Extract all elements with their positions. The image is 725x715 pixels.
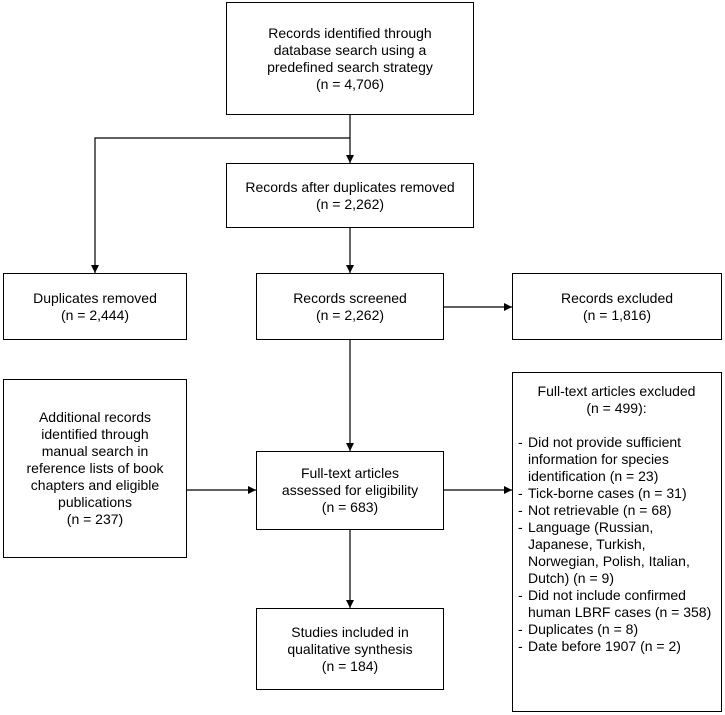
additional-line-1: Additional records [38, 409, 152, 425]
arrow-to-duplicates-removed [91, 137, 350, 273]
exclusion-reason-item: Did not provide sufficient information f… [518, 434, 715, 485]
identified-count: (n = 4,706) [315, 75, 385, 92]
duplicates-removed-count: (n = 2,444) [60, 306, 130, 323]
exclusion-reason-item: Did not include confirmed human LBRF cas… [518, 587, 715, 621]
after-duplicates-count: (n = 2,262) [315, 195, 385, 212]
exclusion-reason-item: Not retrievable (n = 68) [518, 502, 715, 519]
duplicates-removed-label: Duplicates removed [33, 289, 157, 306]
exclusion-reason-item: Tick-borne cases (n = 31) [518, 485, 715, 502]
exclusion-reason-item: Date before 1907 (n = 2) [518, 638, 715, 655]
included-line-1: Studies included in [291, 623, 409, 640]
fulltext-line-1: Full-text articles [300, 465, 400, 481]
identified-line-1: Records identified through [268, 24, 432, 41]
ft-excluded-heading: Full-text articles excluded [537, 383, 696, 399]
additional-line-3: manual search in [41, 443, 149, 459]
identified-line-3: predefined search strategy [267, 58, 433, 75]
additional-count: (n = 237) [66, 511, 124, 527]
ft-excluded-count: (n = 499): [586, 400, 647, 416]
exclusion-reason-item: Duplicates (n = 8) [518, 621, 715, 638]
fulltext-line-2: assessed for eligibility [281, 482, 419, 498]
exclusion-reason-item: Language (Russian, Japanese, Turkish, No… [518, 519, 715, 587]
additional-line-2: identified through [41, 426, 149, 442]
excluded-label: Records excluded [560, 289, 674, 306]
screened-label: Records screened [293, 289, 407, 306]
included-count: (n = 184) [321, 657, 379, 674]
records-after-duplicates-box: Records after duplicates removed (n = 2,… [226, 163, 474, 228]
fulltext-count: (n = 683) [321, 499, 379, 515]
fulltext-excluded-box: Full-text articles excluded (n = 499): D… [512, 372, 722, 712]
additional-records-box: Additional records identified through ma… [3, 379, 187, 558]
screened-count: (n = 2,262) [315, 306, 385, 323]
after-duplicates-label: Records after duplicates removed [245, 178, 455, 195]
fulltext-assessed-box: Full-text articles assessed for eligibil… [256, 451, 444, 530]
exclusion-reasons-list: Did not provide sufficient information f… [518, 434, 715, 655]
additional-line-5: chapters and eligible [30, 477, 160, 493]
records-excluded-box: Records excluded (n = 1,816) [512, 273, 722, 340]
records-identified-box: Records identified through database sear… [226, 2, 474, 115]
studies-included-box: Studies included in qualitative synthesi… [256, 608, 444, 690]
identified-line-2: database search using a [273, 41, 427, 58]
excluded-count: (n = 1,816) [582, 306, 652, 323]
additional-line-4: reference lists of book [26, 460, 164, 476]
additional-line-6: publications [58, 494, 132, 510]
records-screened-box: Records screened (n = 2,262) [256, 273, 444, 340]
duplicates-removed-box: Duplicates removed (n = 2,444) [3, 273, 187, 340]
included-line-2: qualitative synthesis [287, 640, 413, 657]
